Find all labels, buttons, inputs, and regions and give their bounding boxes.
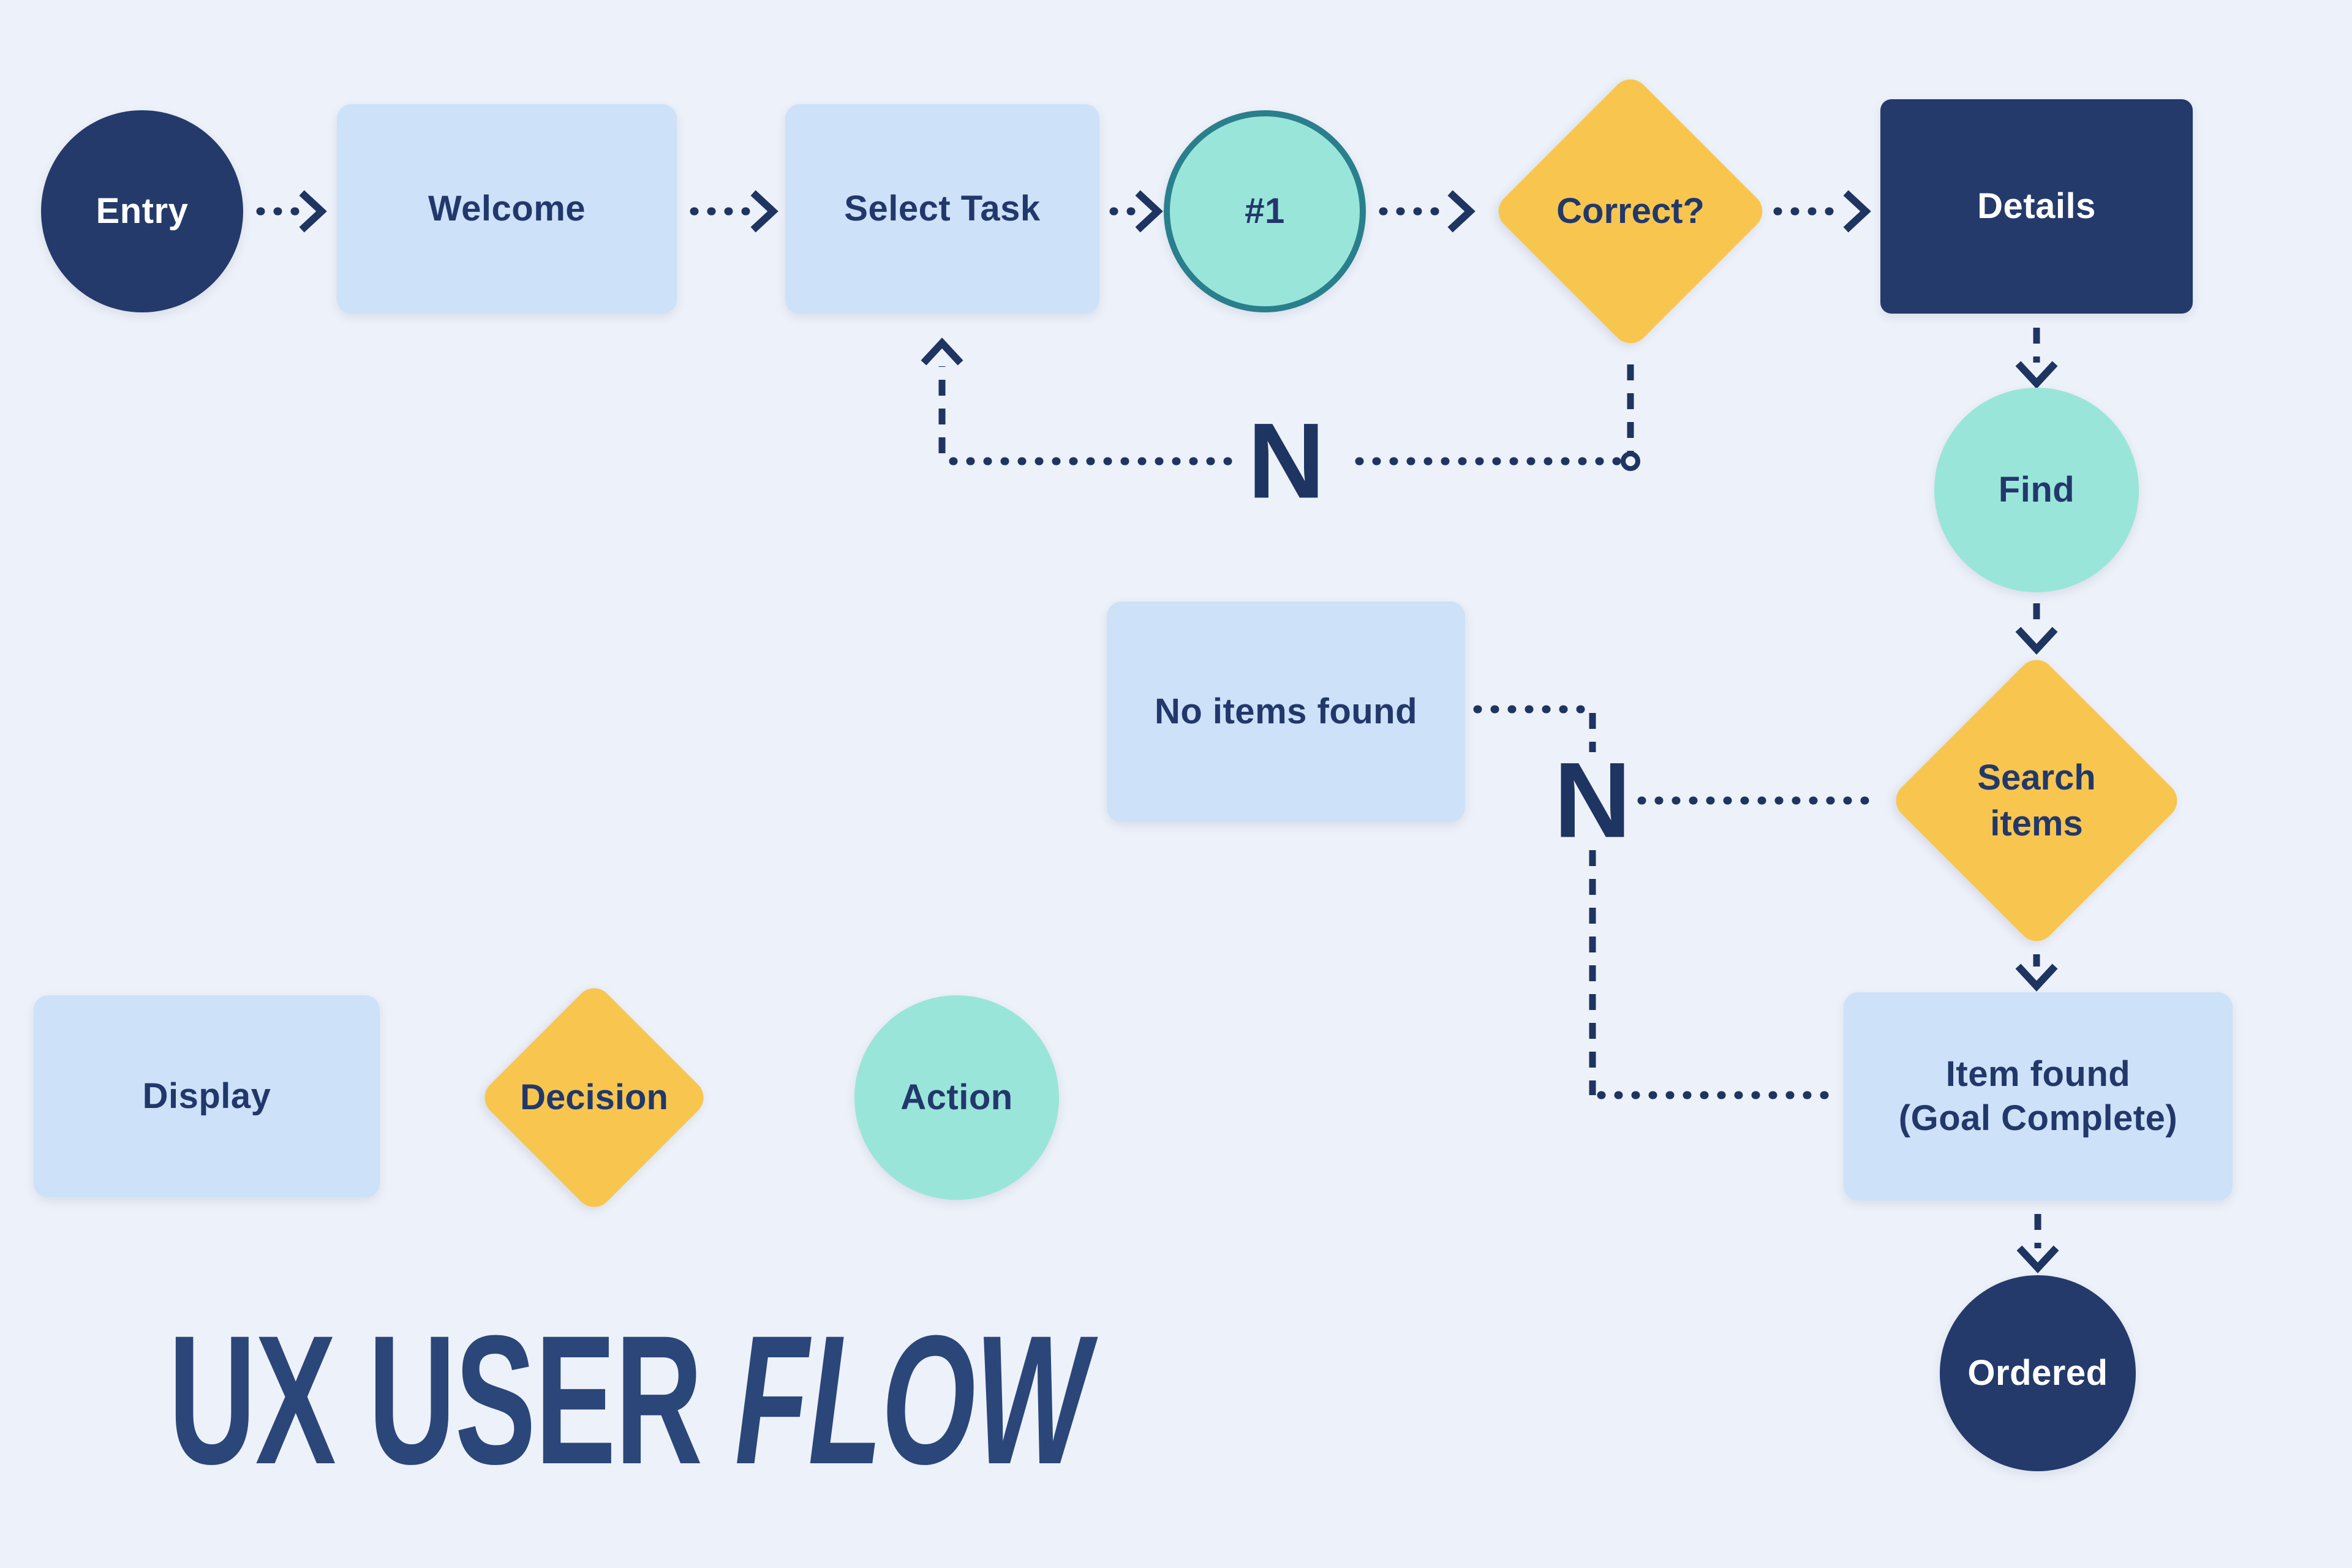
- edge-find-searchitems-arrowhead: [2015, 627, 2058, 655]
- node-ordered-label: Ordered: [1967, 1352, 2108, 1393]
- legend-action: Action: [854, 995, 1059, 1200]
- edge-correct-details-arrowhead: [1843, 190, 1871, 233]
- node-select-task-label: Select Task: [844, 188, 1041, 228]
- edge-correct-no-return-arrowhead: [921, 337, 963, 366]
- node-item-found-line2: (Goal Complete): [1898, 1098, 2178, 1138]
- node-details: Details: [1880, 99, 2193, 314]
- node-search-items-labelwrap: Search items: [1932, 696, 2141, 905]
- node-correct: Correct?: [1491, 72, 1770, 351]
- node-select-task: Select Task: [785, 104, 1099, 314]
- node-item-found: Item found (Goal Complete): [1844, 992, 2233, 1200]
- node-correct-label: Correct?: [1556, 191, 1705, 232]
- node-entry: Entry: [41, 110, 243, 312]
- legend-action-label: Action: [900, 1077, 1013, 1117]
- edge-label-search-no: N: [1553, 741, 1632, 861]
- node-item-found-line1: Item found: [1945, 1054, 2131, 1094]
- edge-itemfound-ordered-arrowhead: [2016, 1245, 2059, 1273]
- legend-display: Display: [34, 995, 380, 1197]
- node-find: Find: [1934, 388, 2139, 592]
- page-title-prefix: UX USER: [168, 1297, 735, 1502]
- edge-selecttask-step1-arrowhead: [1135, 190, 1163, 233]
- node-item-found-label: Item found (Goal Complete): [1891, 1052, 2185, 1141]
- node-entry-label: Entry: [96, 190, 189, 231]
- node-details-label: Details: [1977, 186, 2096, 226]
- page-title-emphasis: FLOW: [734, 1297, 1090, 1502]
- node-no-items-found-label: No items found: [1154, 691, 1418, 731]
- edge-correct-no-junction: [1621, 451, 1640, 471]
- node-welcome-label: Welcome: [428, 188, 586, 228]
- node-step-1-label: #1: [1245, 190, 1285, 231]
- legend-decision-labelwrap: Decision: [511, 1015, 677, 1180]
- legend-decision-label: Decision: [520, 1077, 668, 1118]
- node-search-items-label: Search items: [1977, 757, 2096, 843]
- node-search-items: Search items: [1888, 652, 2185, 949]
- node-ordered: Ordered: [1940, 1275, 2136, 1471]
- legend-display-label: Display: [142, 1076, 271, 1116]
- node-correct-labelwrap: Correct?: [1532, 113, 1729, 310]
- legend-decision: Decision: [477, 981, 711, 1215]
- node-welcome: Welcome: [337, 104, 677, 314]
- edge-details-find-arrowhead: [2015, 361, 2058, 389]
- edge-welcome-selecttask-arrowhead: [750, 190, 778, 233]
- node-no-items-found: No items found: [1107, 601, 1465, 822]
- edge-entry-welcome-arrowhead: [299, 190, 327, 233]
- page-title: UX USER FLOW: [168, 1308, 1089, 1491]
- node-step-1: #1: [1164, 110, 1366, 312]
- edge-label-correct-no: N: [1247, 401, 1325, 521]
- edge-step1-correct-arrowhead: [1447, 190, 1476, 233]
- node-find-label: Find: [1998, 469, 2075, 510]
- edge-searchitems-itemfound-arrowhead: [2015, 963, 2058, 992]
